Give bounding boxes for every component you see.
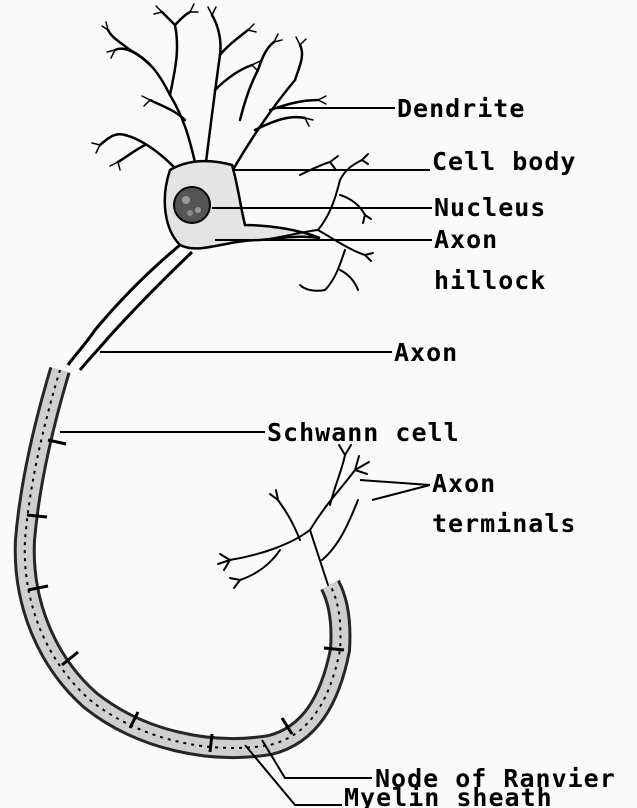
label-cell-body: Cell body bbox=[432, 147, 576, 176]
label-axon-terminals-line1: Axon bbox=[432, 469, 496, 498]
label-schwann-cell: Schwann cell bbox=[267, 418, 460, 447]
label-axon: Axon bbox=[394, 338, 458, 367]
leader-lines bbox=[60, 108, 432, 805]
label-nucleus: Nucleus bbox=[434, 193, 546, 222]
axon-terminals bbox=[218, 445, 369, 588]
nucleus bbox=[174, 187, 210, 223]
dendrites bbox=[100, 12, 318, 180]
label-axon-terminals-line2: terminals bbox=[432, 509, 576, 538]
right-dendrites bbox=[260, 154, 373, 291]
axon bbox=[68, 245, 180, 365]
nodes-of-ranvier bbox=[27, 440, 344, 752]
neuron-illustration bbox=[25, 4, 373, 752]
label-myelin-sheath: Myelin sheath bbox=[344, 783, 553, 808]
label-dendrite: Dendrite bbox=[397, 94, 525, 123]
leader-axon-terminals bbox=[360, 480, 430, 500]
label-axon-hillock-line1: Axon bbox=[434, 225, 498, 254]
label-axon-hillock-line2: hillock bbox=[434, 266, 546, 295]
